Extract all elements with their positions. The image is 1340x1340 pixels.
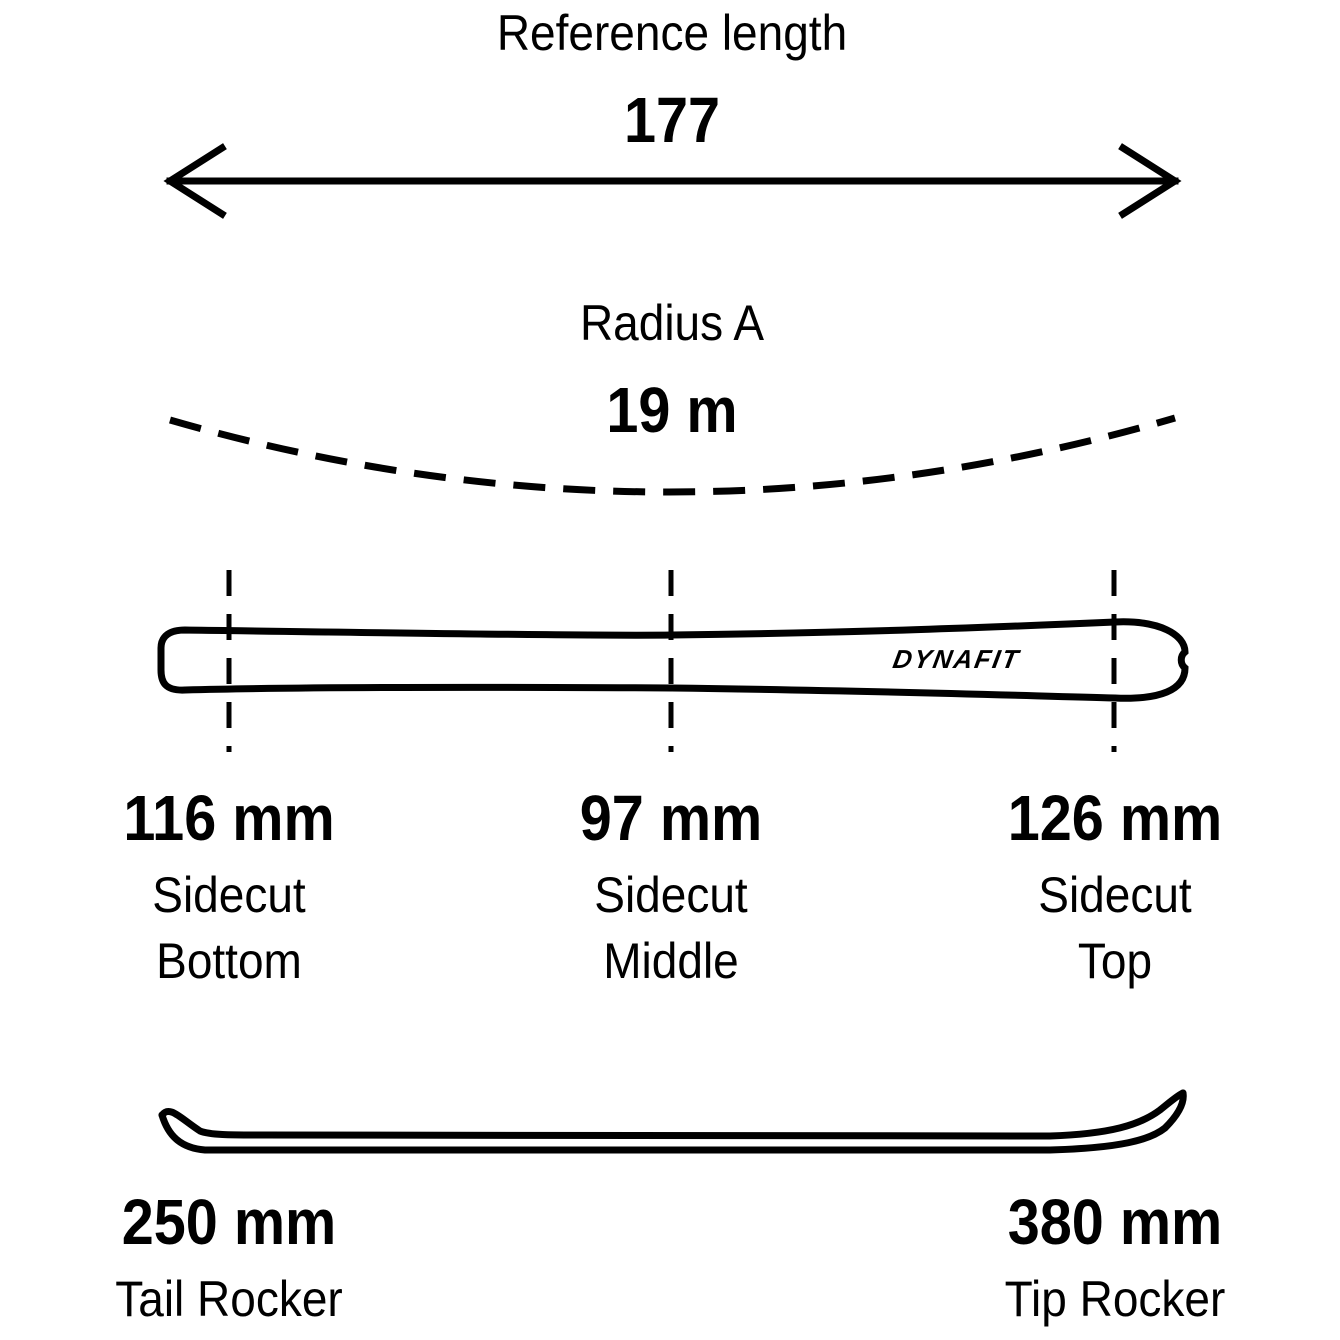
sidecut-middle-label: Sidecut <box>594 867 748 923</box>
tail-rocker-value: 250 mm <box>121 1186 337 1258</box>
radius-label: Radius A <box>579 295 765 351</box>
reference-length-value: 177 <box>623 84 721 156</box>
sidecut-top-value: 126 mm <box>1007 782 1223 854</box>
reference-length-label: Reference length <box>496 5 848 61</box>
tip-rocker-value: 380 mm <box>1007 1186 1223 1258</box>
sidecut-marker-lines <box>226 570 1117 752</box>
sidecut-bottom-value: 116 mm <box>123 782 335 854</box>
ski-side-profile <box>158 1089 1187 1154</box>
radius-dashed-arc <box>169 414 1176 496</box>
sidecut-middle-value: 97 mm <box>579 782 763 854</box>
sidecut-top-label-2: Top <box>1077 933 1153 989</box>
tail-rocker-label: Tail Rocker <box>115 1271 343 1327</box>
dynafit-logo: DYNAFIT <box>891 644 1023 674</box>
sidecut-bottom-label: Sidecut <box>152 867 306 923</box>
sidecut-top-label: Sidecut <box>1038 867 1192 923</box>
reference-length-arrow <box>163 143 1182 219</box>
tip-rocker-label: Tip Rocker <box>1004 1271 1226 1327</box>
sidecut-middle-label-2: Middle <box>603 933 739 989</box>
sidecut-bottom-label-2: Bottom <box>156 933 302 989</box>
radius-value: 19 m <box>606 374 738 446</box>
